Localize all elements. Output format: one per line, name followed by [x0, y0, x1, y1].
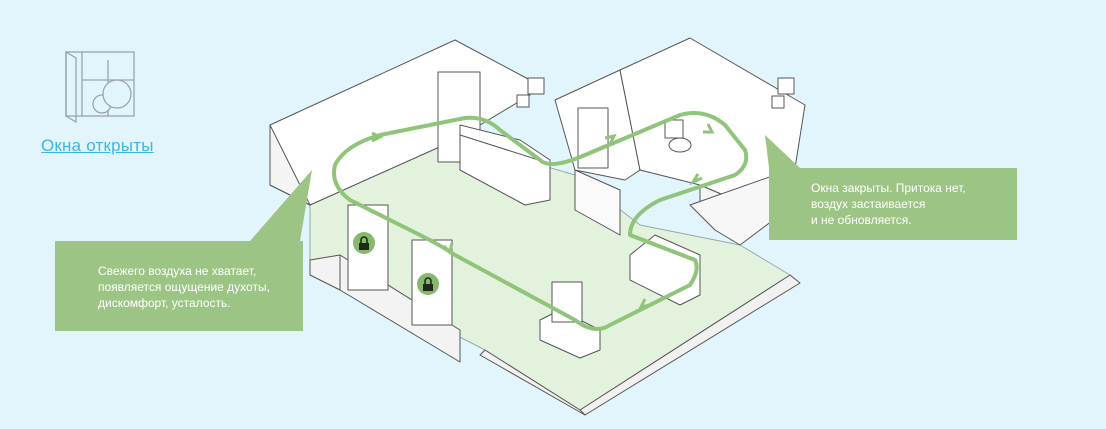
window-toggle-link[interactable]: Окна открыты — [41, 136, 154, 155]
callout-left-pointer — [250, 170, 312, 241]
interior-door — [577, 107, 609, 169]
callout-closed-effect: Свежего воздуха не хватает, появляется о… — [55, 241, 303, 331]
window-open-icon[interactable] — [65, 50, 135, 124]
airflow-arrow-icon — [371, 123, 715, 310]
lock-icon — [417, 273, 439, 295]
toilet — [668, 137, 692, 153]
callout-closed-state: Окна закрыты. Притока нет, воздух застаи… — [769, 168, 1017, 240]
callout-right-text: Окна закрыты. Притока нет, воздух застаи… — [811, 181, 966, 227]
callout-left-text: Свежего воздуха не хватает, появляется о… — [98, 264, 270, 310]
callout-right-pointer — [765, 135, 800, 168]
lock-icon — [353, 232, 375, 254]
kitchen-counter — [459, 124, 551, 206]
